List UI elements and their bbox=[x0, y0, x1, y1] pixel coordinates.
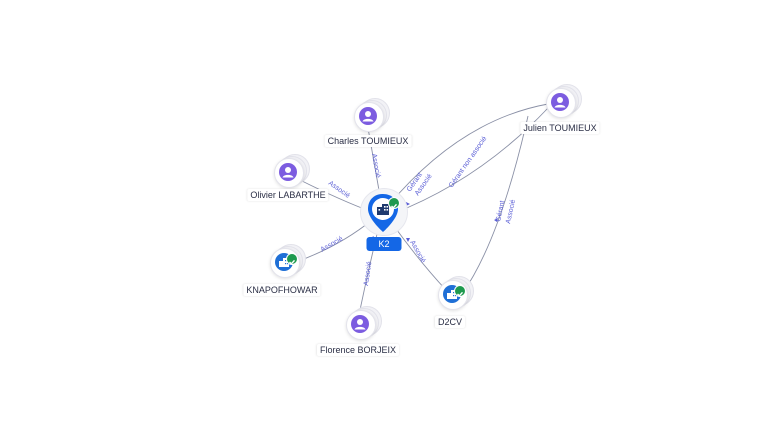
edge-label-julien-gnonassocie: Gérant non associé bbox=[448, 135, 489, 189]
node-charles[interactable]: Charles TOUMIEUX bbox=[324, 96, 412, 152]
edge-label-charles: Associé bbox=[370, 153, 381, 178]
node-label-charles: Charles TOUMIEUX bbox=[324, 135, 412, 147]
node-label-k2: K2 bbox=[366, 237, 402, 251]
node-d2cv[interactable]: D2CV bbox=[408, 276, 492, 332]
verified-check-icon bbox=[388, 197, 400, 209]
edge-label-julien-d2cv-associe: Associé bbox=[505, 199, 517, 225]
edge-label-julien-d2cv-gerant: Gérant bbox=[495, 200, 506, 222]
edge-julien-d2cv bbox=[461, 115, 529, 295]
node-k2[interactable]: K2 bbox=[356, 186, 412, 258]
person-icon bbox=[551, 93, 569, 111]
node-label-julien: Julien TOUMIEUX bbox=[520, 122, 600, 134]
arrowhead bbox=[406, 238, 410, 242]
building-icon bbox=[377, 204, 389, 215]
verified-check-icon bbox=[286, 253, 298, 265]
node-knapof[interactable]: KNAPOFHOWAR bbox=[240, 244, 324, 300]
node-label-florence: Florence BORJEIX bbox=[316, 344, 400, 356]
node-label-d2cv: D2CV bbox=[434, 316, 466, 328]
person-icon bbox=[279, 163, 297, 181]
arrowhead bbox=[494, 218, 498, 222]
node-label-olivier: Olivier LABARTHE bbox=[247, 189, 329, 201]
edge-julien-k2-gerant bbox=[387, 103, 549, 207]
edge-label-florence: Associé bbox=[363, 261, 373, 286]
node-label-knapof: KNAPOFHOWAR bbox=[243, 284, 321, 296]
edge-label-olivier: Associé bbox=[327, 180, 351, 200]
verified-check-icon bbox=[454, 285, 466, 297]
person-icon bbox=[351, 315, 369, 333]
node-olivier[interactable]: Olivier LABARTHE bbox=[246, 152, 330, 208]
node-julien[interactable]: Julien TOUMIEUX bbox=[518, 84, 602, 140]
person-icon bbox=[359, 107, 377, 125]
node-florence[interactable]: Florence BORJEIX bbox=[316, 306, 400, 362]
